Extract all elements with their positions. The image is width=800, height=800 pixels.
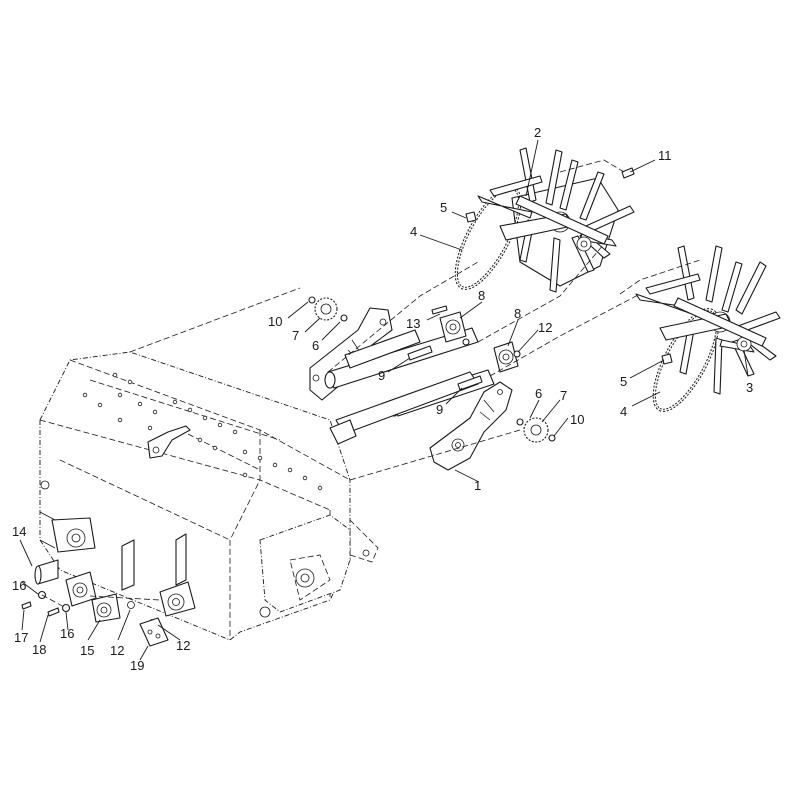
callout-labels: 2 11 5 4 1 3 5 4 10 7 6 8 8 13 12 9 9 6 … xyxy=(12,125,753,673)
callout-5-upper: 5 xyxy=(440,200,447,215)
callout-7-right: 7 xyxy=(560,388,567,403)
callout-11: 11 xyxy=(658,148,672,163)
part-8-bearings xyxy=(439,311,519,373)
callout-8-lower: 8 xyxy=(514,306,521,321)
left-bearing-assemblies xyxy=(39,511,196,625)
callout-12-bearing: 12 xyxy=(110,643,124,658)
callout-19: 19 xyxy=(130,658,144,673)
part-2-tine-assembly-upper xyxy=(454,147,635,293)
callout-5-lower: 5 xyxy=(620,374,627,389)
tines-lower xyxy=(635,245,781,395)
callout-9-left: 9 xyxy=(378,368,385,383)
callout-6-right: 6 xyxy=(535,386,542,401)
callout-6-left: 6 xyxy=(312,338,319,353)
callout-17: 17 xyxy=(14,630,28,645)
part-7-sprockets xyxy=(308,296,556,443)
callout-4-upper: 4 xyxy=(410,224,417,239)
deck-housing xyxy=(39,351,379,641)
hardware-16-17-18 xyxy=(21,590,71,617)
callout-18: 18 xyxy=(32,642,46,657)
callout-16-right: 16 xyxy=(60,626,74,641)
callout-3: 3 xyxy=(746,380,753,395)
callout-7-left: 7 xyxy=(292,328,299,343)
bolts xyxy=(407,305,521,391)
part-3-tine-assembly-lower xyxy=(635,245,781,412)
callout-12-plate: 12 xyxy=(176,638,190,653)
callout-8-upper: 8 xyxy=(478,288,485,303)
callout-15: 15 xyxy=(80,643,94,658)
callout-4-lower: 4 xyxy=(620,404,627,419)
callout-13: 13 xyxy=(406,316,420,331)
callout-12-frame: 12 xyxy=(538,320,552,335)
part-14-sleeve xyxy=(34,559,59,585)
callout-9-right: 9 xyxy=(436,402,443,417)
part-19-plate xyxy=(139,617,169,647)
callout-2: 2 xyxy=(534,125,541,140)
callout-1: 1 xyxy=(474,478,481,493)
callout-10-left: 10 xyxy=(268,314,282,329)
axle-frame xyxy=(309,307,513,471)
callout-10-right: 10 xyxy=(570,412,584,427)
callout-14: 14 xyxy=(12,524,26,539)
alignment-lines xyxy=(41,159,701,609)
callout-leaders xyxy=(19,139,749,661)
small-parts-5-11 xyxy=(465,167,673,365)
callout-16-left: 16 xyxy=(12,578,26,593)
